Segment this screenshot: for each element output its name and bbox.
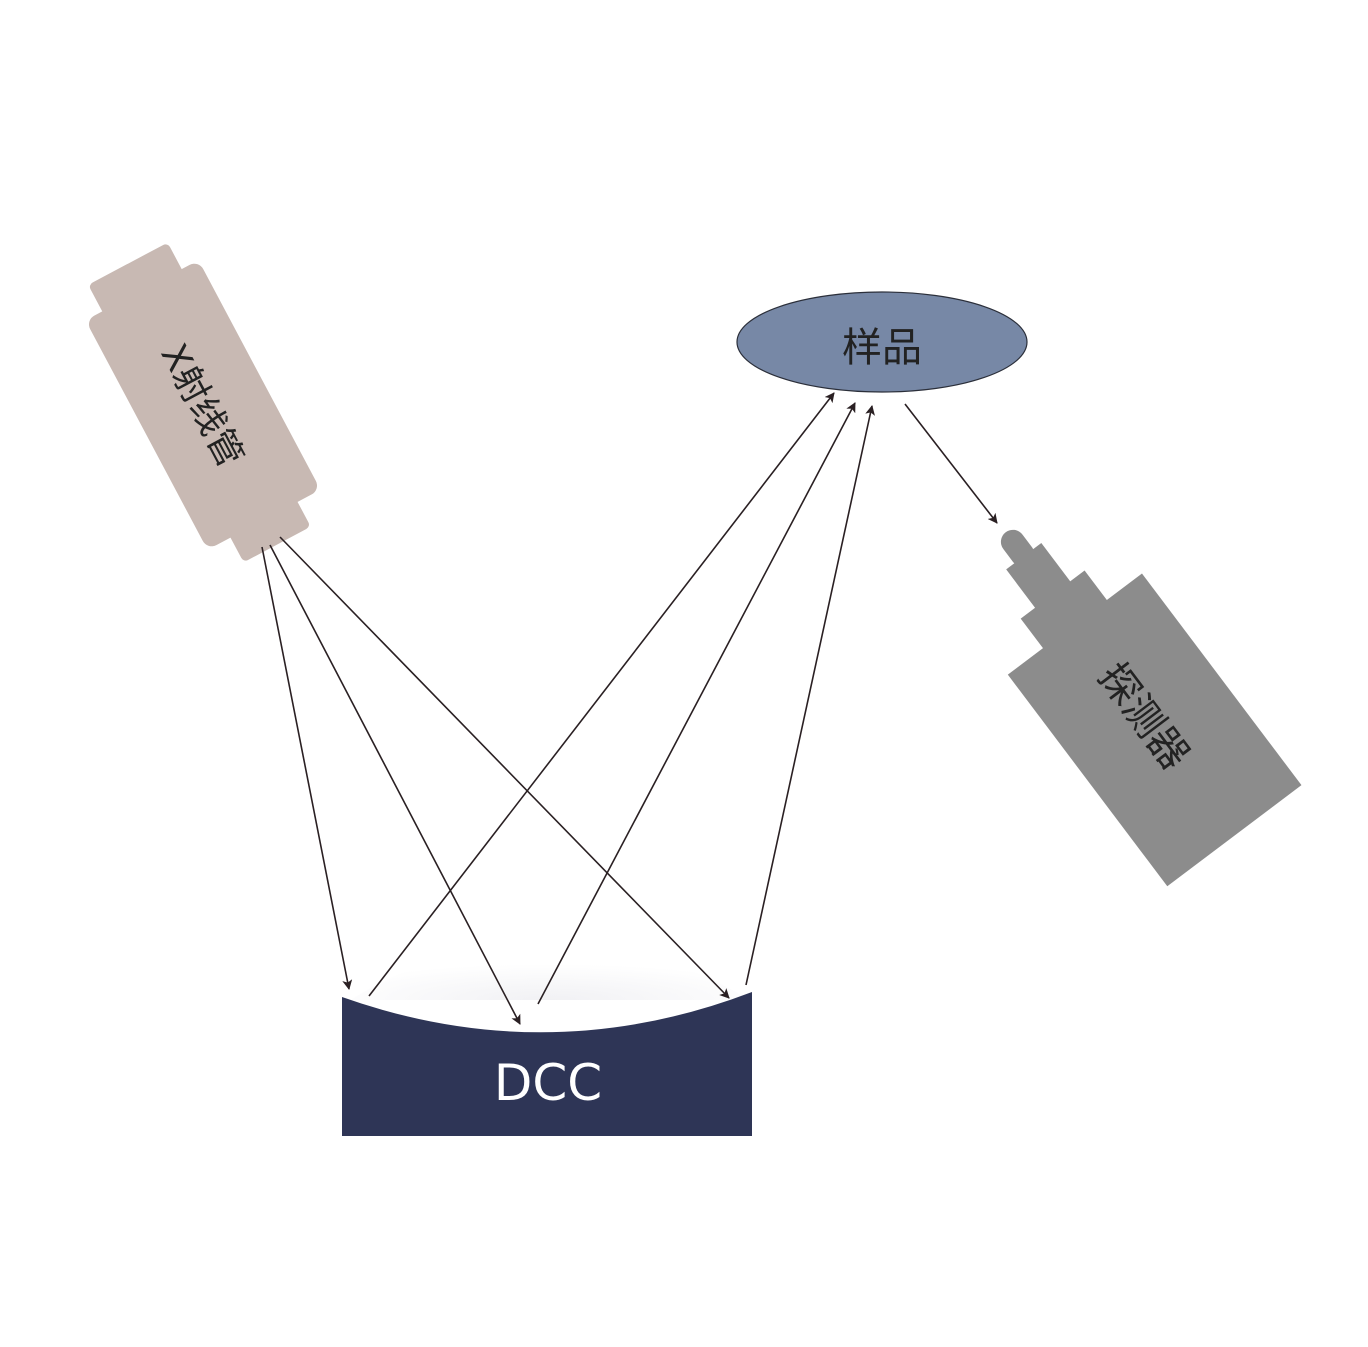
xray-tube-cap-bottom (229, 499, 309, 561)
xray-tube-cap-top (89, 244, 183, 314)
sample: 样品 (736, 291, 1028, 393)
ray-dcc-to-sample-3 (745, 405, 875, 986)
ray-tube-to-dcc-2 (269, 544, 521, 1025)
sample-ellipse (736, 291, 1028, 393)
ray-tube-to-dcc-3 (279, 536, 730, 999)
dcc-label: DCC (494, 1054, 602, 1112)
sample-label: 样品 (842, 325, 922, 371)
dcc-block (342, 992, 752, 1136)
ray-dcc-to-sample-1 (368, 392, 835, 997)
ray-dcc-to-sample-2 (537, 402, 856, 1005)
ray-sample-to-detector (904, 403, 998, 524)
dcc: DCC (342, 992, 752, 1136)
detector-neck-2 (1020, 570, 1109, 651)
detector: 探测器 (1000, 529, 1302, 887)
detector-body (1007, 573, 1302, 887)
xray-tube-body (88, 263, 318, 547)
xray-tube: X射线管 (88, 244, 318, 561)
ray-tube-to-dcc-1 (261, 546, 353, 990)
dcc-glow (350, 940, 750, 1000)
